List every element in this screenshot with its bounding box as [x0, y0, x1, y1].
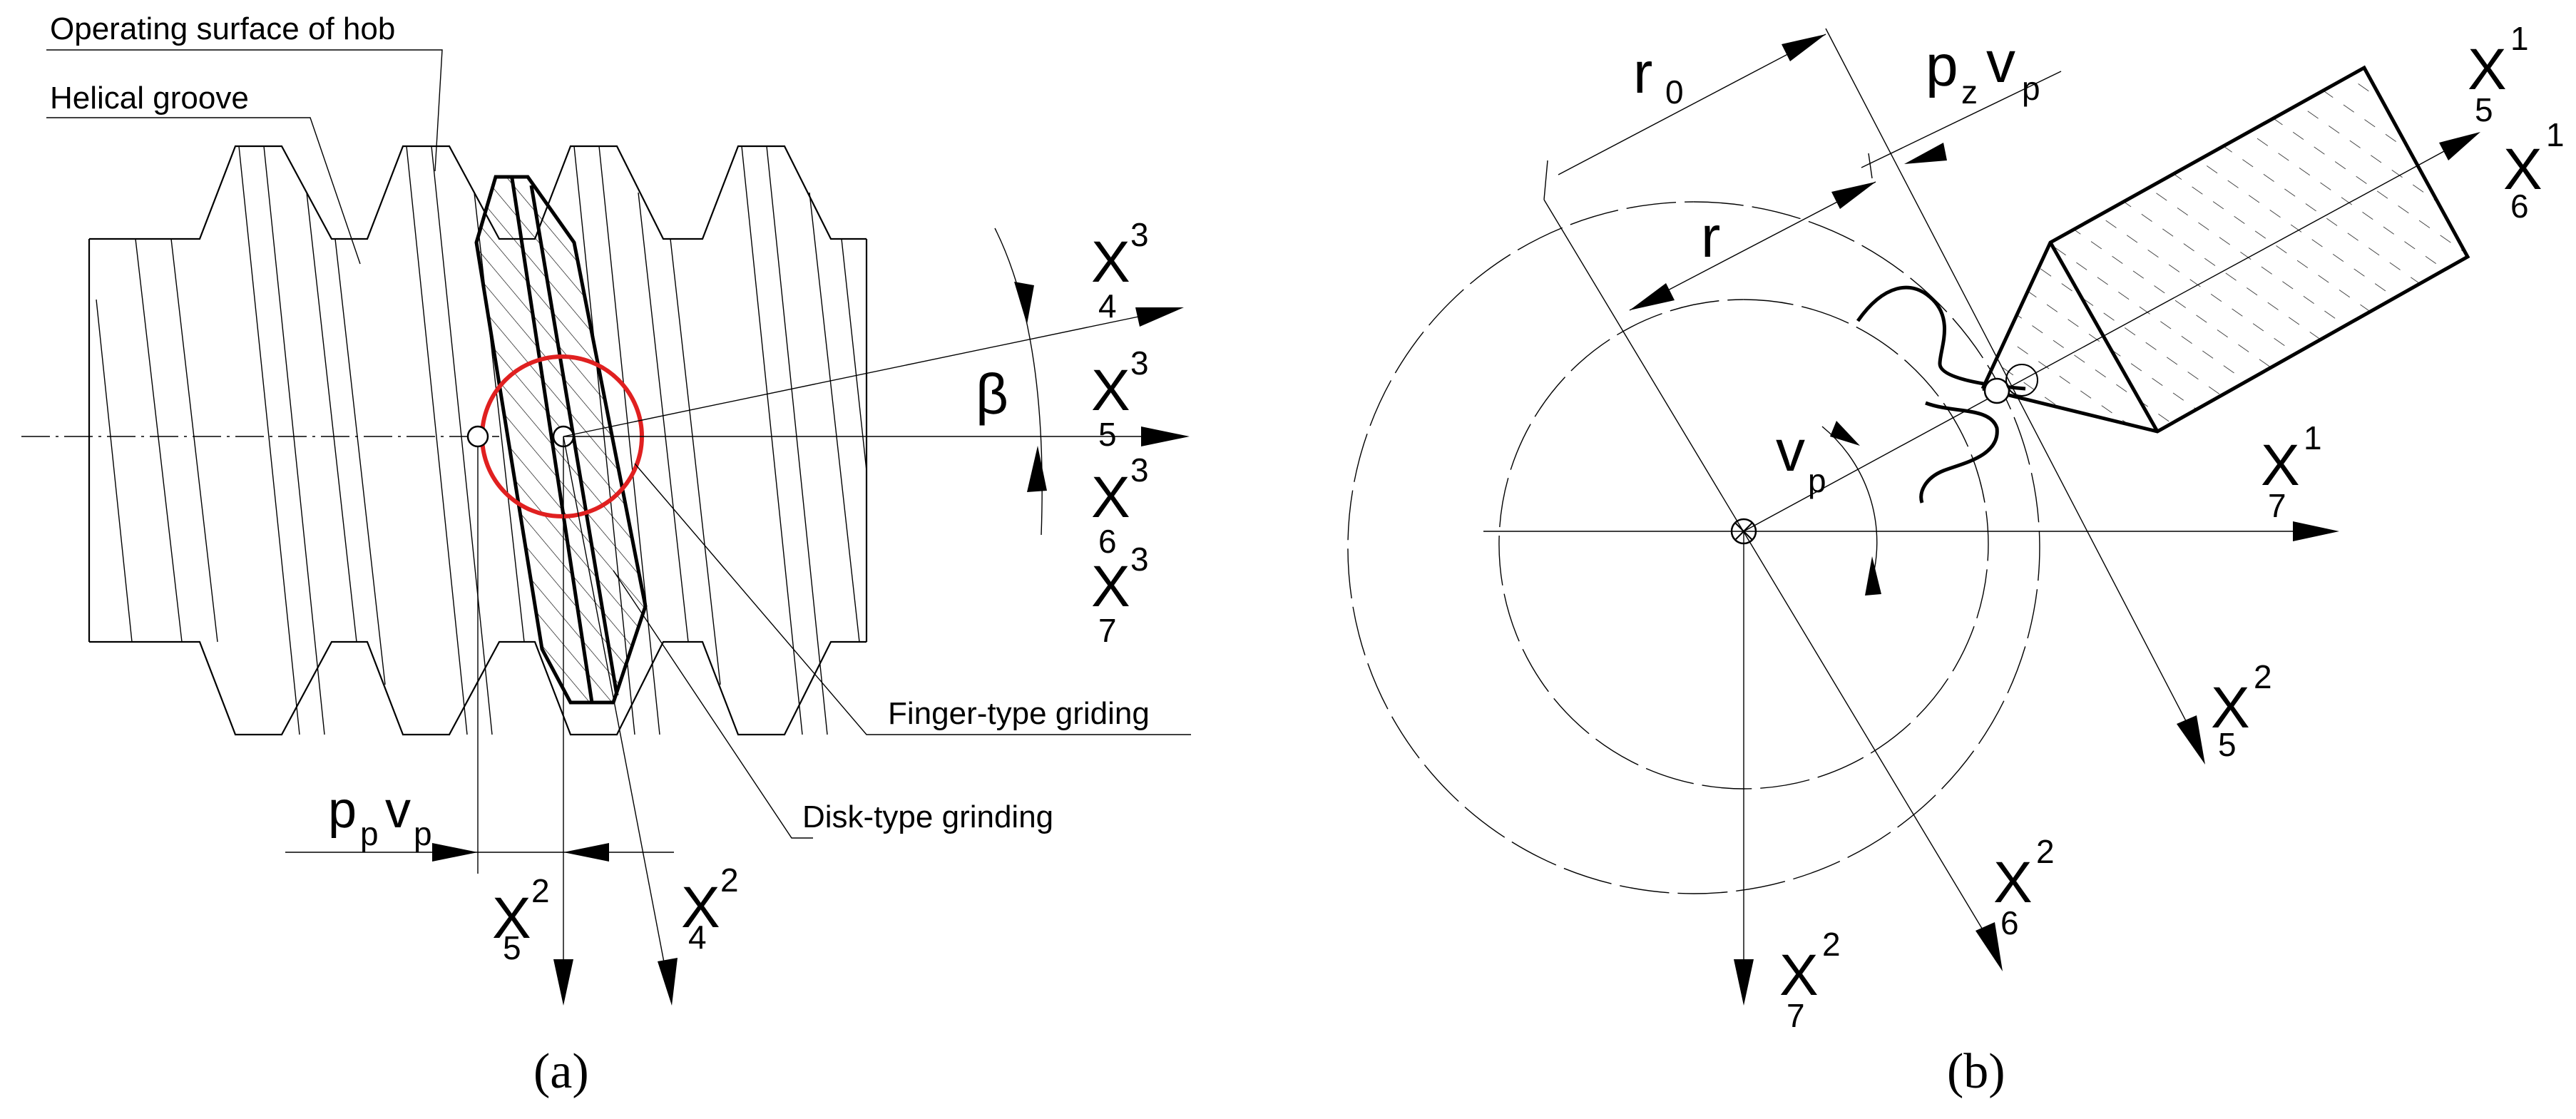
label-feed-a: p p v p [328, 782, 432, 852]
label-x5-1: X 1 5 [2468, 20, 2529, 128]
label-x7-3: X 3 7 [1091, 541, 1149, 649]
label-operating-surface: Operating surface of hob [50, 11, 395, 46]
label-x6-1: X 1 6 [2503, 116, 2565, 225]
svg-text:7: 7 [2268, 487, 2286, 524]
finger-grinding-tool [1980, 65, 2470, 434]
label-x4-3: X 3 4 [1091, 216, 1149, 325]
feed-dimension-a [285, 446, 674, 874]
axis-x4-2 [563, 436, 678, 1006]
axis-x7-2b [1734, 531, 1754, 1006]
svg-text:5: 5 [503, 929, 521, 966]
svg-text:2: 2 [1822, 926, 1841, 963]
label-r: r [1701, 205, 1720, 270]
svg-text:2: 2 [2254, 658, 2272, 695]
svg-text:1: 1 [2510, 20, 2529, 57]
label-disk-type: Disk-type grinding [802, 799, 1053, 834]
svg-text:v: v [385, 782, 411, 839]
svg-text:5: 5 [1098, 416, 1117, 453]
svg-text:z: z [1961, 73, 1978, 111]
svg-text:6: 6 [1098, 523, 1117, 560]
svg-text:7: 7 [1787, 997, 1805, 1034]
caption-a: (a) [533, 1044, 589, 1099]
svg-text:0: 0 [1665, 73, 1684, 111]
label-feed-b: p z v p [1926, 30, 2040, 111]
label-x6-3: X 3 6 [1091, 451, 1149, 560]
label-r0: r 0 [1633, 41, 1684, 111]
svg-text:r: r [1633, 41, 1652, 106]
beta-angle-arc [994, 228, 1047, 536]
svg-text:5: 5 [2218, 726, 2237, 763]
svg-text:3: 3 [1130, 541, 1149, 578]
dimension-pz-vp [1861, 71, 2062, 179]
svg-text:3: 3 [1130, 216, 1149, 253]
svg-text:2: 2 [2036, 833, 2055, 870]
leader-lines-a [46, 49, 1191, 839]
svg-text:p: p [360, 815, 379, 852]
vp-angle-arc [1821, 421, 1881, 596]
tool-center-point [2005, 364, 2038, 397]
label-beta: β [976, 362, 1008, 426]
svg-text:v: v [1776, 419, 1805, 484]
axis-point-left [466, 425, 489, 448]
svg-text:6: 6 [2510, 188, 2529, 225]
label-x4-2: X 2 4 [681, 862, 739, 956]
svg-text:1: 1 [2546, 116, 2565, 153]
axis-x6-2b [1543, 199, 2003, 971]
label-x5-2: X 2 5 [492, 872, 550, 966]
svg-text:X: X [2261, 433, 2300, 498]
svg-text:X: X [2468, 37, 2507, 102]
svg-text:p: p [1926, 34, 1958, 98]
dimension-r [1629, 181, 1876, 311]
svg-text:X: X [1091, 230, 1130, 295]
svg-text:6: 6 [2000, 904, 2019, 941]
tool-tip-point [1983, 377, 2010, 404]
svg-text:v: v [1986, 30, 2015, 95]
svg-text:2: 2 [720, 862, 739, 899]
label-x7-2b: X 2 7 [1779, 926, 1841, 1034]
caption-b: (b) [1947, 1044, 2005, 1099]
label-x6-2b: X 2 6 [1993, 833, 2055, 941]
axis-x7-1 [1483, 521, 2339, 541]
axis-x4-3 [563, 307, 1184, 437]
label-x5-2b: X 2 5 [2211, 658, 2272, 763]
svg-text:p: p [2022, 70, 2040, 107]
axis-x5-3 [563, 426, 1190, 446]
svg-text:p: p [1808, 462, 1826, 499]
svg-text:X: X [1993, 850, 2033, 915]
dimension-r0 [1543, 34, 1826, 200]
svg-text:X: X [1779, 943, 1819, 1008]
axis-x5-2 [553, 436, 573, 1006]
svg-text:X: X [681, 875, 720, 940]
svg-text:7: 7 [1098, 612, 1117, 649]
svg-text:5: 5 [2475, 91, 2493, 128]
svg-text:p: p [328, 782, 357, 839]
outer-dashed-circle [1347, 201, 2040, 894]
svg-text:1: 1 [2304, 419, 2322, 456]
label-x5-3: X 3 5 [1091, 344, 1149, 453]
label-finger-type: Finger-type griding [888, 696, 1150, 731]
panel-b: r 0 r v p p z v p X 1 5 X 1 6 X 1 7 [1347, 20, 2565, 1099]
svg-text:2: 2 [531, 872, 550, 909]
svg-text:3: 3 [1130, 344, 1149, 382]
panel-a: Operating surface of hob Helical groove … [21, 11, 1191, 1099]
svg-text:4: 4 [1098, 287, 1117, 325]
svg-text:X: X [1091, 465, 1130, 530]
svg-text:X: X [2503, 137, 2542, 202]
label-vp: v p [1776, 419, 1826, 499]
tooth-profile [1856, 285, 2026, 504]
svg-text:3: 3 [1130, 451, 1149, 489]
svg-text:p: p [414, 815, 432, 852]
label-x7-1: X 1 7 [2261, 419, 2322, 524]
label-helical-groove: Helical groove [50, 81, 249, 116]
svg-text:X: X [2211, 675, 2250, 740]
svg-text:X: X [492, 886, 531, 951]
svg-text:4: 4 [688, 919, 707, 956]
svg-text:X: X [1091, 554, 1130, 619]
svg-text:X: X [1091, 358, 1130, 423]
